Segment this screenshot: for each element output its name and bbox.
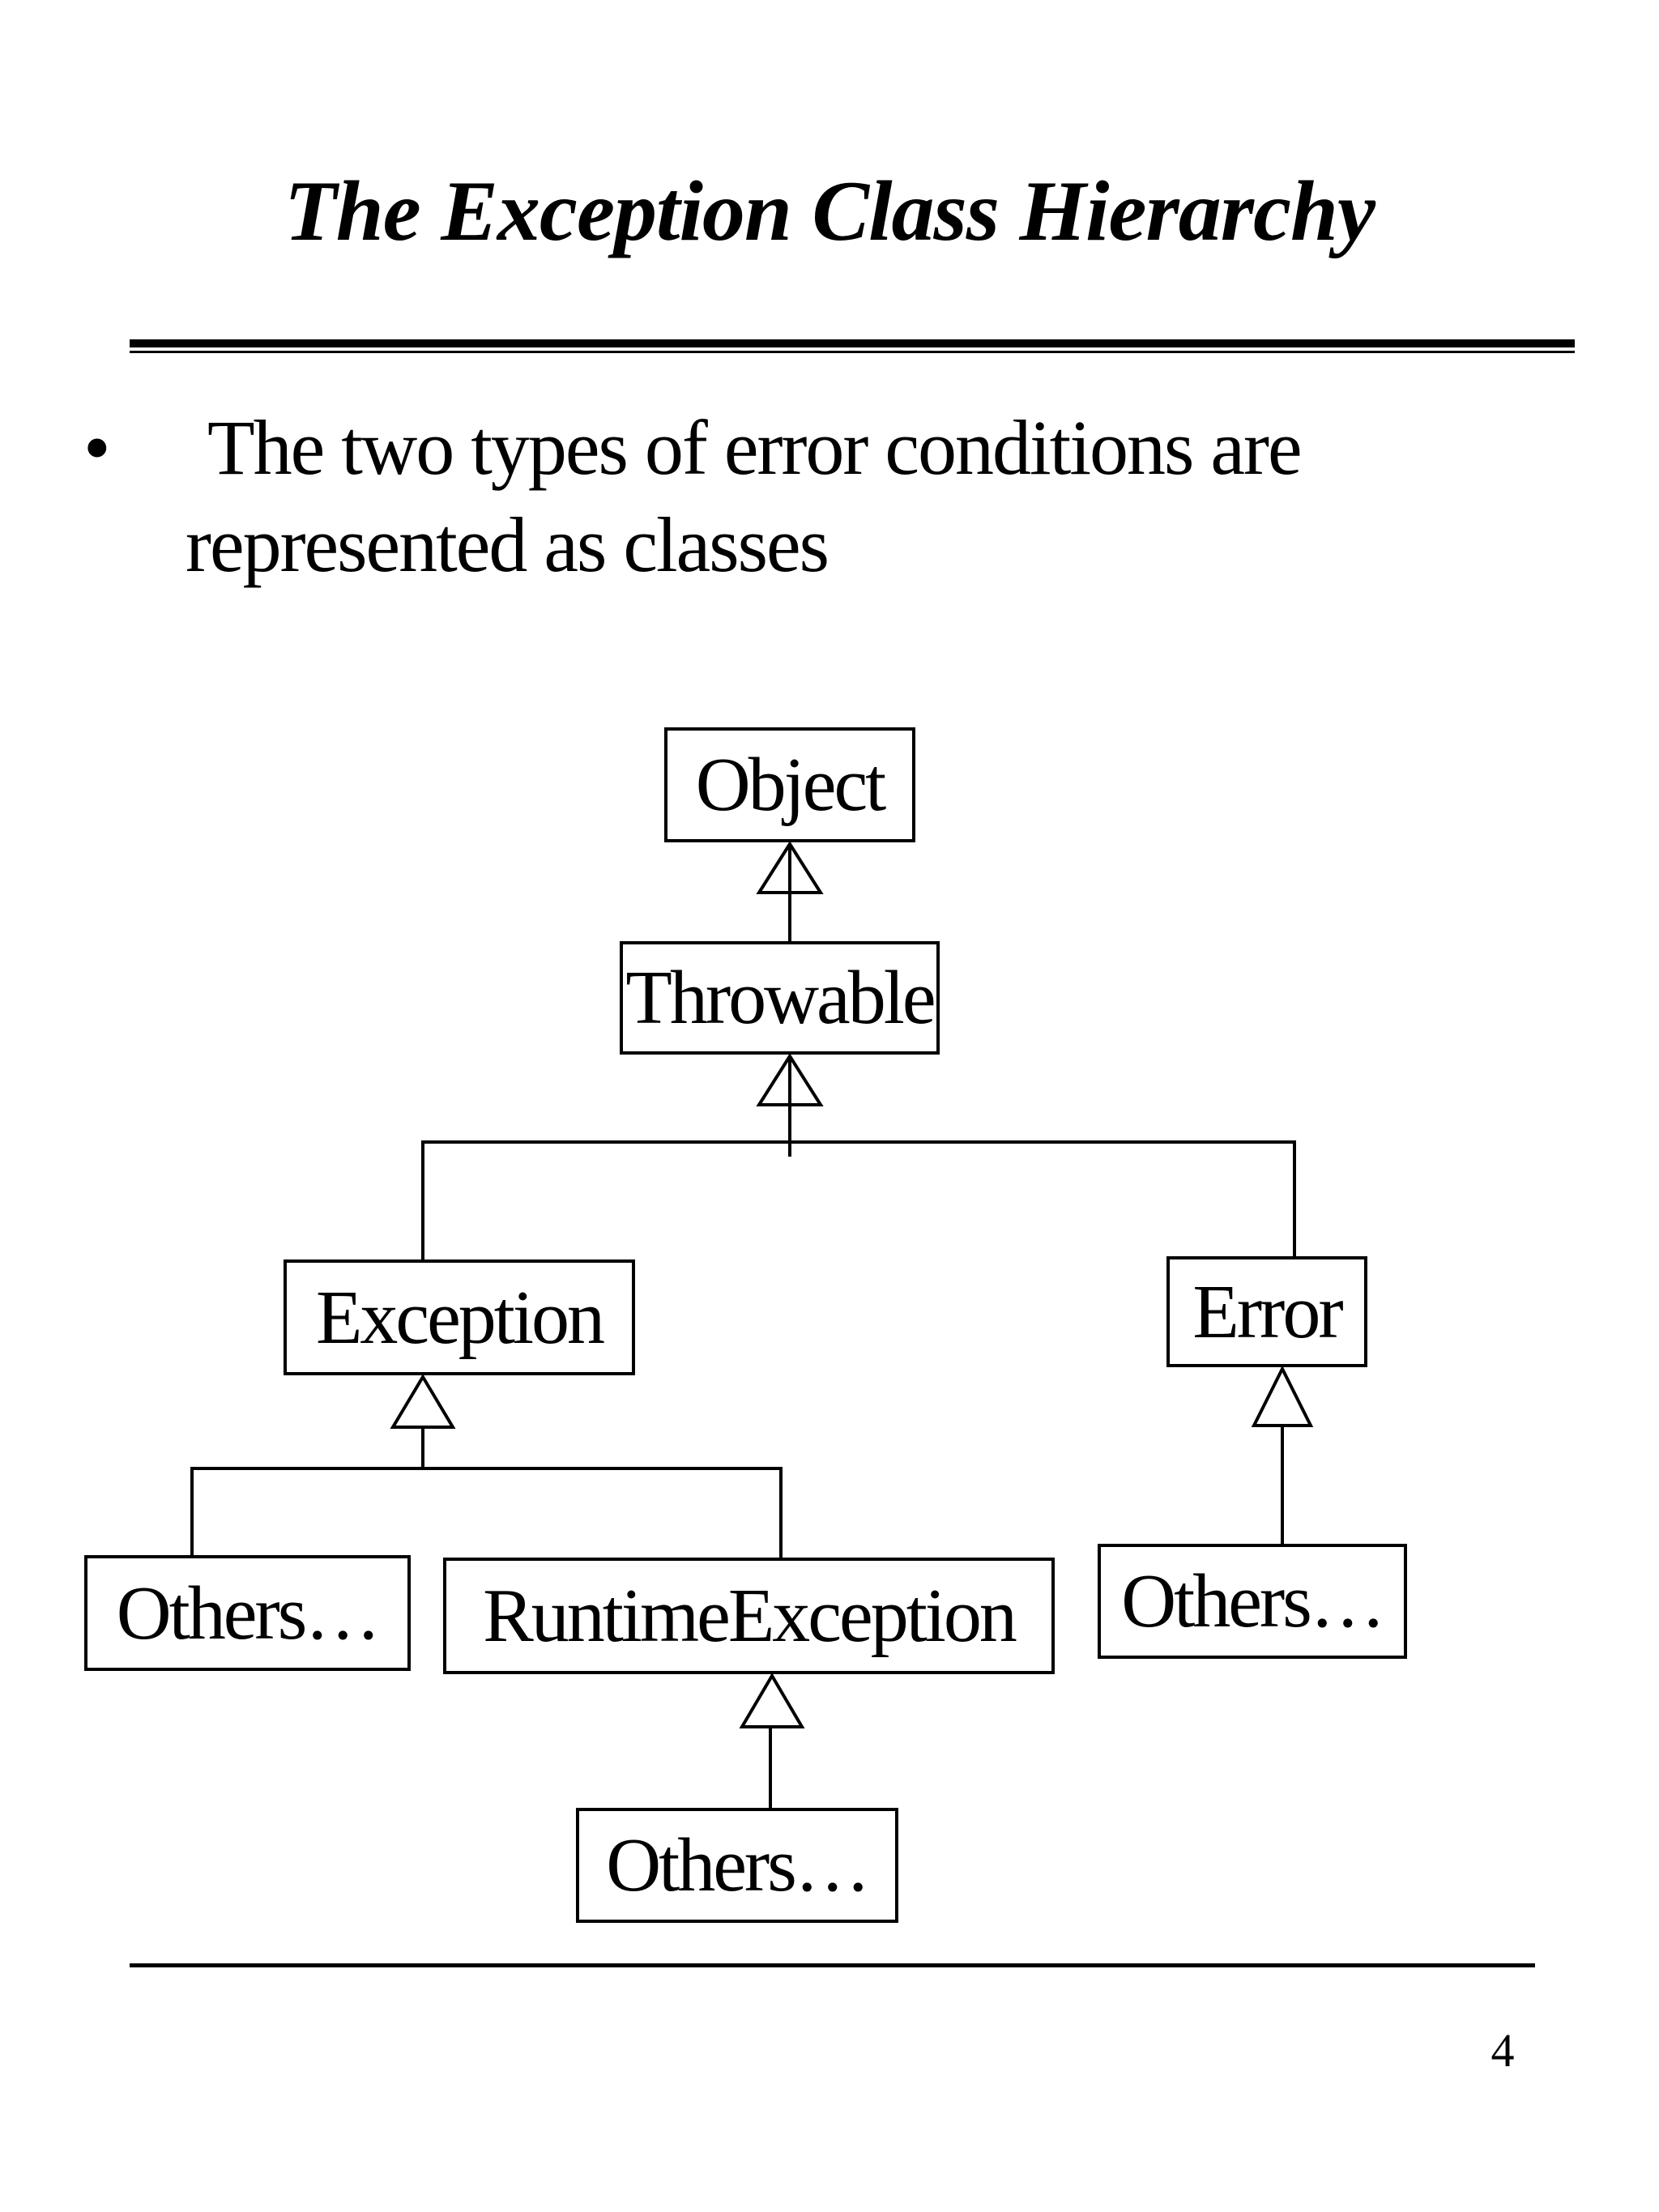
- class-box-throwable: Throwable: [620, 941, 940, 1055]
- class-box-exception: Exception: [284, 1259, 635, 1375]
- bottom-rule: [130, 1963, 1535, 1967]
- inheritance-triangle-throwable: [756, 1053, 824, 1106]
- page-number: 4: [1491, 2024, 1515, 2077]
- class-label-error: Error: [1192, 1269, 1343, 1354]
- class-box-others-runtime: Others…: [576, 1808, 898, 1923]
- class-box-error: Error: [1166, 1256, 1367, 1367]
- bullet-text-line-2: represented as classes: [186, 501, 830, 588]
- bullet-marker: •: [83, 404, 111, 491]
- inheritance-triangle-object: [756, 841, 824, 894]
- class-box-object: Object: [664, 727, 915, 842]
- class-label-exception: Exception: [315, 1275, 605, 1360]
- bullet-text-line-1: The two types of error conditions are: [207, 404, 1303, 491]
- class-label-throwable: Throwable: [625, 956, 936, 1040]
- inheritance-triangle-exception: [390, 1374, 456, 1429]
- title-rule-thick: [130, 339, 1575, 347]
- class-label-others-exception: Others…: [116, 1571, 382, 1656]
- page-title: The Exception Class Hierarchy: [284, 164, 1375, 258]
- inheritance-triangle-runtime: [739, 1673, 805, 1728]
- class-label-others-error: Others…: [1121, 1559, 1386, 1643]
- class-label-others-runtime: Others…: [606, 1823, 871, 1907]
- inheritance-triangle-error: [1251, 1365, 1314, 1427]
- title-rule-thin: [130, 351, 1575, 353]
- class-box-others-error: Others…: [1098, 1544, 1407, 1659]
- class-box-runtime-exception: RuntimeException: [443, 1558, 1055, 1674]
- class-label-object: Object: [695, 743, 887, 827]
- class-label-runtime-exception: RuntimeException: [483, 1574, 1017, 1658]
- class-box-others-exception: Others…: [84, 1555, 411, 1671]
